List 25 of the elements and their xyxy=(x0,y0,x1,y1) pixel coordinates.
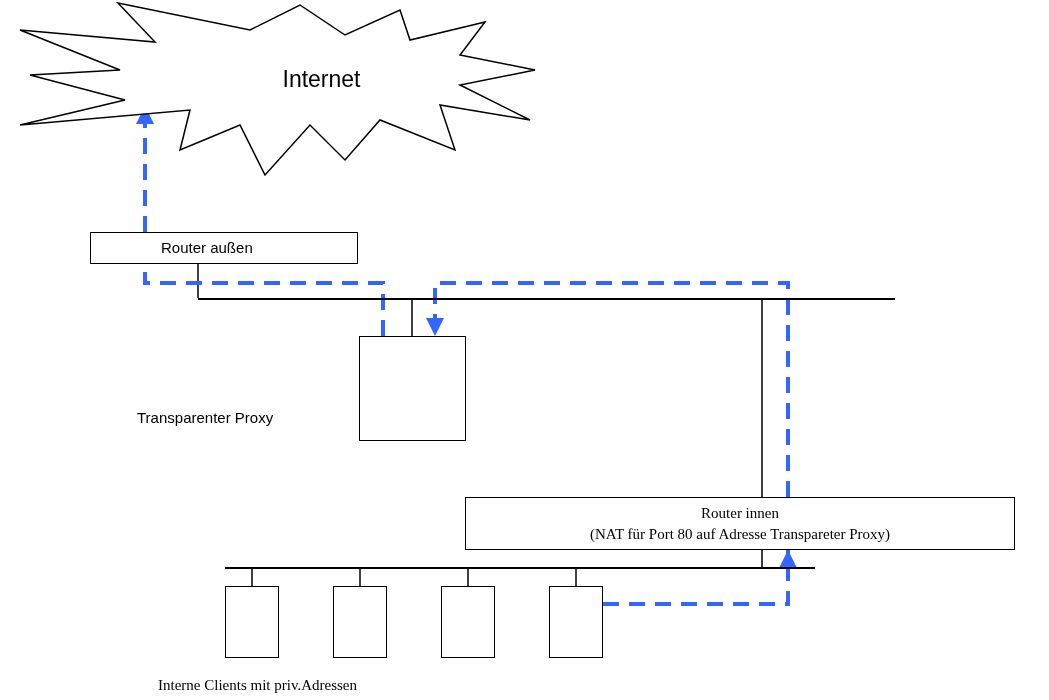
connection-line xyxy=(411,299,413,337)
connection-line xyxy=(251,568,253,587)
network-bus-line xyxy=(198,298,895,300)
connection-line xyxy=(575,568,577,587)
client-box xyxy=(549,586,603,658)
group-caption: Interne Clients mit priv.Adressen xyxy=(158,676,357,694)
network-bus-line xyxy=(225,567,815,569)
connection-line xyxy=(197,263,199,299)
client-box xyxy=(225,586,279,658)
router-label: Router außen xyxy=(161,239,253,257)
client-box xyxy=(333,586,387,658)
dashed-arrow xyxy=(426,281,790,497)
router-label: Router innen xyxy=(700,504,780,522)
proxy-server-box xyxy=(359,336,466,441)
connection-line xyxy=(761,549,763,568)
connection-line xyxy=(359,568,361,587)
router-box xyxy=(465,497,1015,550)
router-label: (NAT für Port 80 auf Adresse Transpareter Proxy) xyxy=(588,525,892,543)
cloud-label: Internet xyxy=(281,66,362,92)
connection-line xyxy=(761,299,763,498)
dashed-arrow xyxy=(603,550,797,606)
device-caption: Transparenter Proxy xyxy=(137,409,274,427)
router-box xyxy=(90,232,358,264)
connection-line xyxy=(467,568,469,587)
client-box xyxy=(441,586,495,658)
